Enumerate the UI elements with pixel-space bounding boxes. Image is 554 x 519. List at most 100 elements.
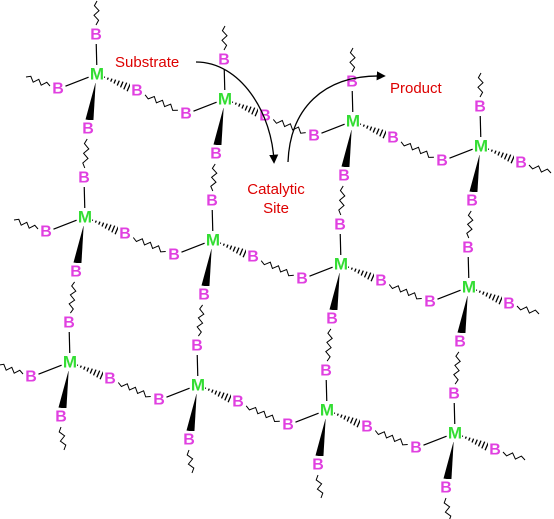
single-bond-2 <box>65 76 89 87</box>
linker-b-north-2-0: B <box>63 315 75 332</box>
linker-b-south-0-2-bg <box>337 167 351 185</box>
catalytic-site-label-line1: Catalytic <box>247 181 305 198</box>
single-bond-14 <box>449 148 473 159</box>
single-bond-30 <box>437 289 461 300</box>
spacer-stub-south-1 <box>186 449 195 474</box>
metal-node-2-0-bg <box>63 353 77 371</box>
spacer-horizontal-1-0 <box>132 237 166 253</box>
metal-node-1-1-bg <box>206 231 220 249</box>
single-bond-26 <box>309 266 333 277</box>
wedge-bond-9 <box>341 128 352 168</box>
linker-b-south-2-2-bg <box>311 456 325 474</box>
spacer-vertical-0-1 <box>210 163 218 192</box>
linker-b-west-1-3-bg <box>423 293 437 311</box>
linker-b-west-1-2-bg <box>295 270 309 288</box>
linker-b-east-0-3-bg <box>514 154 528 172</box>
single-bond-42 <box>295 412 319 423</box>
hashed-bond-8 <box>359 123 387 139</box>
linker-b-south-2-0: B <box>55 409 67 426</box>
linker-b-east-2-0-bg <box>103 370 117 388</box>
metal-node-1-3-bg <box>462 278 476 296</box>
linker-b-south-0-2: B <box>338 168 350 185</box>
linker-b-north-1-3: B <box>462 240 474 257</box>
linker-b-south-1-3-bg <box>453 333 467 351</box>
linker-b-north-1-2: B <box>334 217 346 234</box>
spacer-stub-north-3 <box>477 72 484 98</box>
single-bond-11 <box>351 89 354 113</box>
linker-b-west-2-1-bg <box>152 391 166 409</box>
linker-b-north-0-1-bg <box>217 51 231 69</box>
linker-b-north-0-3-bg <box>473 98 487 116</box>
linker-b-west-0-1-bg <box>179 105 193 123</box>
linker-b-east-2-2: B <box>361 419 373 436</box>
linker-b-south-0-3: B <box>466 193 478 210</box>
hashed-bond-32 <box>76 364 104 380</box>
single-bond-27 <box>339 232 342 256</box>
single-bond-47 <box>453 401 456 425</box>
spacer-stub-north-2 <box>349 47 356 73</box>
linker-b-south-2-1: B <box>183 432 195 449</box>
linker-b-west-0-2-bg <box>307 127 321 145</box>
metal-node-2-2: M <box>320 401 334 420</box>
linker-b-east-0-2-bg <box>386 129 400 147</box>
linker-b-south-1-2-bg <box>325 310 339 328</box>
linker-b-south-0-1-bg <box>209 145 223 163</box>
linker-b-west-2-2-bg <box>281 416 295 434</box>
linker-b-east-0-2: B <box>387 130 399 147</box>
hashed-bond-40 <box>333 412 361 428</box>
linker-b-north-1-3-bg <box>461 239 475 257</box>
linker-b-north-0-2: B <box>346 74 358 91</box>
metal-node-2-2-bg <box>320 401 334 419</box>
spacer-horizontal-0-2 <box>400 141 434 158</box>
linker-b-east-1-0-bg <box>118 225 132 243</box>
linker-b-west-2-0-bg <box>24 368 38 386</box>
linker-b-west-0-3-bg <box>435 152 449 170</box>
spacer-horizontal-2-0 <box>117 382 151 398</box>
spacer-horizontal-0-0 <box>144 94 178 111</box>
linker-b-east-1-2: B <box>375 273 387 290</box>
single-bond-23 <box>211 208 214 232</box>
catalytic-site-label-line2: Site <box>263 200 289 217</box>
linker-b-east-1-0: B <box>119 226 131 243</box>
linker-b-south-0-3-bg <box>465 192 479 210</box>
product-label: Product <box>390 80 443 97</box>
linker-b-west-2-1: B <box>153 392 165 409</box>
catalysis-annotation: Substrate Product Catalytic Site <box>115 54 443 217</box>
hashed-bond-20 <box>219 242 247 258</box>
linker-b-east-0-1: B <box>259 108 271 125</box>
single-bond-31 <box>467 255 470 279</box>
single-bond-10 <box>321 123 345 134</box>
hashed-bond-28 <box>475 289 503 305</box>
wedge-bond-37 <box>186 392 197 432</box>
product-arrow <box>287 71 386 163</box>
linker-b-east-1-1: B <box>247 249 259 266</box>
linker-b-east-1-2-bg <box>374 272 388 290</box>
metal-node-0-3-bg <box>474 137 488 155</box>
linker-b-south-1-0-bg <box>69 263 83 281</box>
single-bond-39 <box>196 353 199 377</box>
linker-b-west-2-3-bg <box>409 439 423 457</box>
linker-b-south-1-0: B <box>70 264 82 281</box>
single-bond-7 <box>223 67 226 91</box>
linker-b-north-1-0: B <box>78 170 90 187</box>
linker-b-west-0-0-bg <box>51 80 65 98</box>
linker-b-north-1-1: B <box>206 193 218 210</box>
single-bond-46 <box>423 435 447 446</box>
single-bond-38 <box>166 387 190 398</box>
linker-b-east-2-3: B <box>489 442 501 459</box>
wedge-bond-29 <box>457 294 468 334</box>
hashed-bond-0 <box>103 76 131 92</box>
linker-b-north-0-1: B <box>218 52 230 69</box>
linker-b-east-0-3: B <box>515 155 527 172</box>
linker-b-west-0-0: B <box>52 81 64 98</box>
spacer-stub-east-0 <box>528 164 552 174</box>
hashed-bond-36 <box>204 387 232 403</box>
linker-b-west-1-0-bg <box>39 223 53 241</box>
spacer-vertical-1-0 <box>68 281 77 314</box>
metal-node-2-0: M <box>63 353 77 372</box>
single-bond-6 <box>193 101 217 112</box>
wedge-bond-33 <box>58 369 69 409</box>
linker-b-west-0-2: B <box>308 128 320 145</box>
metal-node-0-0: M <box>90 65 104 84</box>
